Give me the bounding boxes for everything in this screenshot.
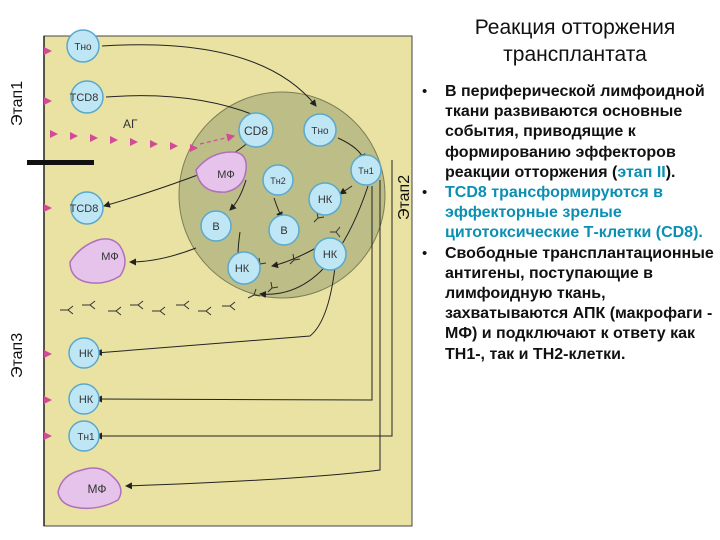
cell-cd8-node: CD8 [238, 112, 274, 148]
cell-th1-node-label: Тн1 [358, 166, 373, 176]
connection-arrows [95, 44, 393, 490]
macrophage-node-label: МФ [217, 169, 234, 181]
bullet-2-text: ТCD8 трансформируются в эффекторные зрел… [445, 184, 703, 242]
cell-th1-lower: Тн1 [68, 420, 100, 452]
stage1-label: Этап1 [9, 81, 26, 126]
title-line-1: Реакция отторжения [474, 16, 676, 39]
bullet-item-2: • ТCD8 трансформируются в эффекторные зре… [418, 183, 718, 244]
cell-nk-node-2-label: НК [323, 249, 338, 261]
cell-tcd8-top-label: ТCD8 [70, 92, 99, 104]
bullet-1-highlight: этап II [617, 163, 666, 181]
cell-b-left-label: В [212, 221, 219, 233]
cell-tho-top-label: Тно [74, 42, 92, 53]
macrophage-left: МФ [69, 238, 126, 284]
macrophage-node: МФ [195, 151, 247, 193]
antibody-row [60, 211, 341, 316]
cell-nk-lower-2: НК [68, 383, 100, 415]
cell-nk-lower-1: НК [68, 337, 100, 369]
cell-tcd8-top: ТCD8 [70, 80, 104, 114]
bullet-1-tail: ). [665, 163, 676, 181]
bullet-3-text: Свободные трансплантационные антигены, п… [445, 244, 714, 363]
bullet-item-1: • В периферической лимфоидной ткани разви… [418, 82, 718, 183]
cell-th1-lower-label: Тн1 [77, 432, 95, 443]
antigen-label: АГ [123, 117, 138, 131]
slide-title: Реакция отторжения трансплантата [430, 14, 720, 68]
bullet-dot: • [422, 83, 428, 100]
cell-b-right-label: В [280, 225, 287, 237]
cell-tcd8-left: ТCD8 [70, 191, 104, 225]
cell-tho-node: Тно [303, 113, 337, 147]
cell-tho-top: Тно [66, 29, 100, 63]
stage3-label: Этап3 [9, 333, 26, 378]
cell-nk-node-bottom-label: НК [235, 263, 250, 275]
cell-th2-node: Тн2 [262, 164, 294, 196]
cell-b-left: В [200, 210, 232, 242]
cell-nk-node-bottom: НК [227, 251, 261, 285]
bullet-list: • В периферической лимфоидной ткани разви… [418, 82, 718, 365]
bullet-1-text: В периферической лимфоидной ткани развив… [445, 83, 705, 181]
cell-nk-node-1: НК [308, 182, 342, 216]
barrier-bar [27, 160, 94, 165]
bullet-dot: • [422, 244, 428, 262]
cell-cd8-node-label: CD8 [244, 124, 268, 138]
bullet-dot: • [422, 184, 428, 202]
stage2-label: Этап2 [396, 175, 413, 220]
cell-th2-node-label: Тн2 [270, 176, 285, 186]
macrophage-bottom: МФ [57, 467, 122, 510]
cell-nk-lower-1-label: НК [79, 348, 94, 360]
bullet-item-3: • Свободные трансплантационные антигены, … [418, 244, 718, 365]
cell-tcd8-left-label: ТCD8 [70, 203, 99, 215]
cell-nk-node-2: НК [313, 237, 347, 271]
macrophage-left-label: МФ [101, 251, 118, 263]
cell-b-right: В [268, 214, 300, 246]
antigen-flow-markers [44, 47, 198, 440]
title-line-2: трансплантата [503, 43, 647, 66]
cell-nk-lower-2-label: НК [79, 394, 94, 406]
cell-th1-node: Тн1 [350, 154, 382, 186]
cell-tho-node-label: Тно [311, 126, 329, 137]
cell-nk-node-1-label: НК [318, 194, 333, 206]
macrophage-bottom-label: МФ [88, 482, 107, 496]
